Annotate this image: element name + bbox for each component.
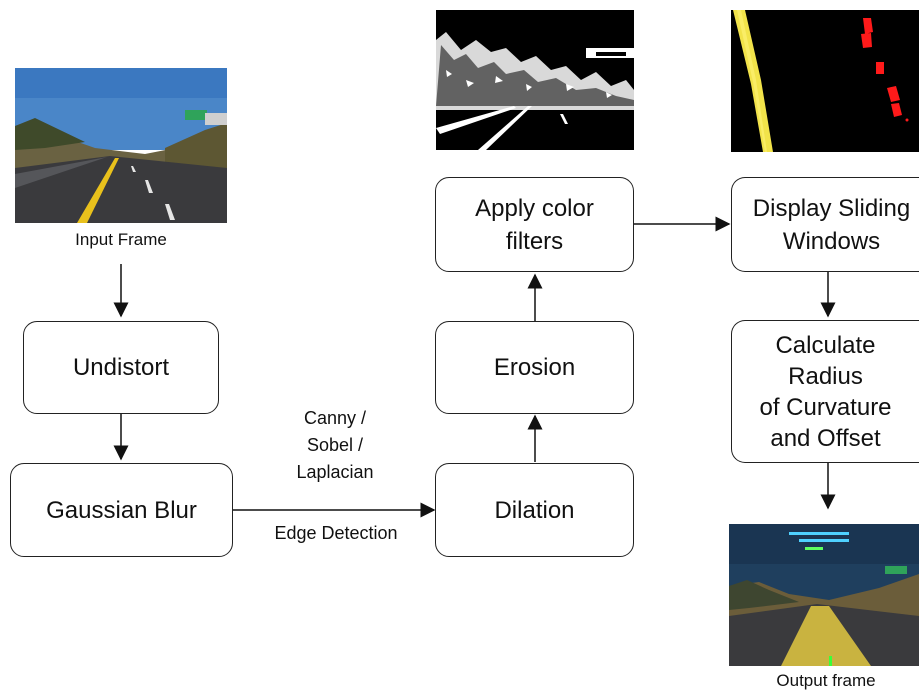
sliding-windows-label: Display Sliding Windows [752, 194, 911, 255]
undistort-label: Undistort [72, 354, 170, 381]
color-filters-node: Apply color filters [435, 177, 634, 272]
radius-label: Calculate Radius of Curvature and Offset [759, 331, 892, 452]
sliding-windows-image [731, 10, 919, 152]
radius-node: Calculate Radius of Curvature and Offset [731, 320, 919, 463]
edge-methods-label: Canny / Sobel / Laplacian [296, 408, 374, 482]
dilation-label: Dilation [494, 496, 575, 524]
output-frame-image [729, 524, 919, 666]
dilation-node: Dilation [435, 463, 634, 557]
erosion-node: Erosion [435, 321, 634, 414]
input-frame-image [15, 68, 227, 223]
sliding-windows-node: Display Sliding Windows [731, 177, 919, 272]
input-frame-caption: Input Frame [75, 230, 167, 249]
erosion-label: Erosion [493, 354, 576, 381]
gaussian-blur-label: Gaussian Blur [46, 496, 197, 524]
edge-detection-label: Edge Detection [274, 523, 398, 543]
output-frame-caption: Output frame [776, 671, 876, 690]
color-filter-output-image [436, 10, 634, 150]
gaussian-blur-node: Gaussian Blur [10, 463, 233, 557]
color-filters-label: Apply color filters [475, 194, 594, 255]
undistort-node: Undistort [23, 321, 219, 414]
